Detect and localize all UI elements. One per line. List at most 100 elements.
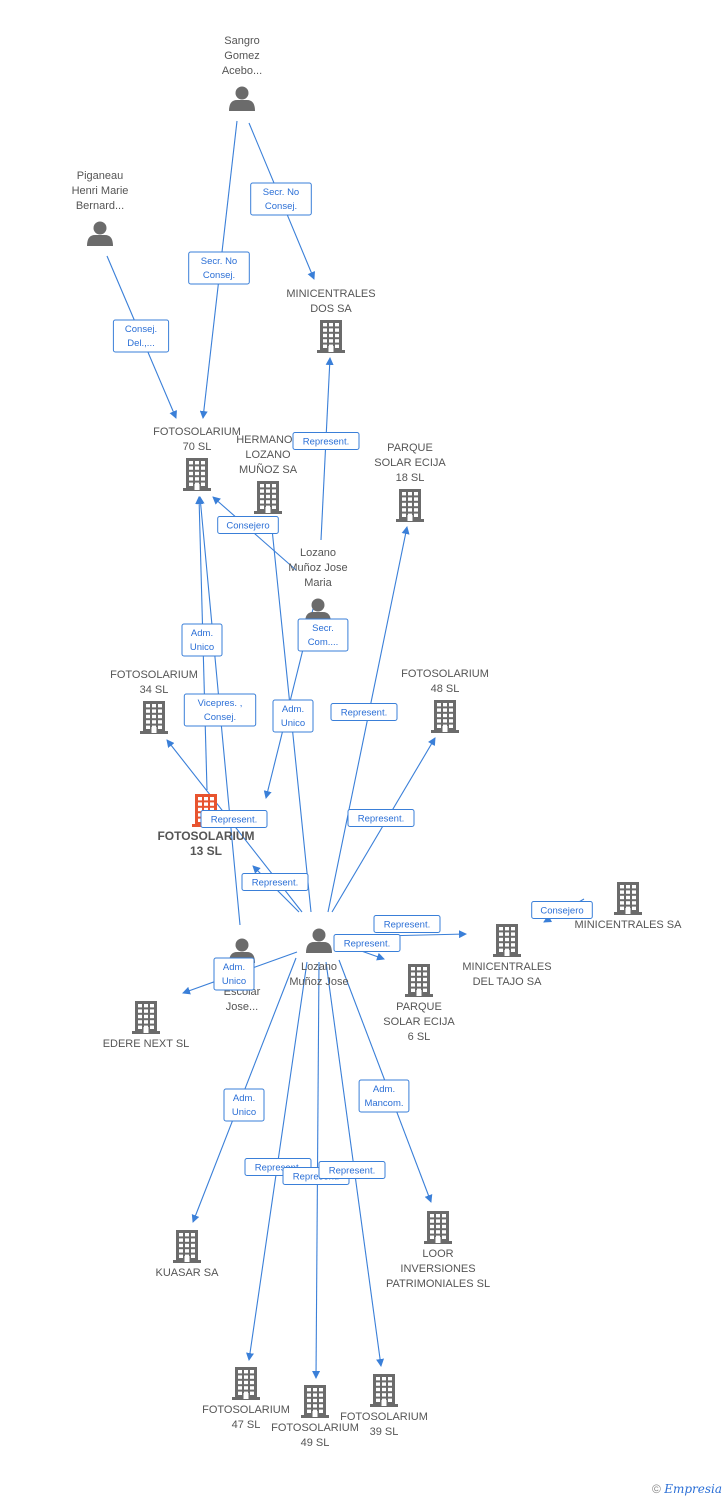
edge-label-sangro-to-minidos[interactable]: Secr. No Consej. (250, 182, 312, 216)
edge-label-text: Represent. (293, 1172, 339, 1183)
edge-label-lozanoj-to-foto39[interactable]: Represent. (318, 1161, 386, 1179)
person-icon (229, 86, 255, 111)
building-icon (173, 1230, 201, 1263)
node-label-line: Muñoz Jose (289, 976, 348, 988)
node-label-line: SOLAR ECIJA (374, 457, 446, 469)
edge-label-lozanoj-to-edere[interactable]: Adm. Unico (213, 957, 255, 991)
node-label-line: FOTOSOLARIUM (153, 426, 241, 438)
node-label-line: FOTOSOLARIUM (157, 829, 254, 843)
edge-label-text: Adm. (282, 704, 304, 715)
edge-label-lozanoj-to-minitajo[interactable]: Represent. (373, 915, 441, 933)
edge-label-text: Adm. (233, 1093, 255, 1104)
edge-label-text: Unico (222, 976, 246, 987)
node-label-line: MINICENTRALES SA (575, 919, 683, 931)
edge-label-text: Adm. (223, 962, 245, 973)
edge-label-sangro-to-foto70[interactable]: Secr. No Consej. (188, 251, 250, 285)
node-label-line: 39 SL (370, 1426, 399, 1438)
node-foto47[interactable]: FOTOSOLARIUM 47 SL (202, 1367, 290, 1431)
node-label-line: Lozano (300, 547, 336, 559)
edge-label-text: Com.... (308, 637, 339, 648)
node-label-line: DOS SA (310, 303, 352, 315)
node-label-line: 49 SL (301, 1437, 330, 1449)
building-icon (424, 1211, 452, 1244)
node-label-line: Piganeau (77, 170, 124, 182)
edge-label-lozanoj-to-parque6[interactable]: Represent. (333, 934, 401, 952)
building-icon (370, 1374, 398, 1407)
building-icon (183, 458, 211, 491)
node-label-line: FOTOSOLARIUM (202, 1404, 290, 1416)
node-label-line: DEL TAJO SA (473, 976, 543, 988)
edge-label-lozanoj-to-foto48[interactable]: Represent. (347, 809, 415, 827)
edge-label-piganeau-to-foto70[interactable]: Consej.Del.,... (112, 319, 170, 353)
edge-label-text: Represent. (358, 814, 404, 825)
node-label-line: KUASAR SA (156, 1267, 220, 1279)
node-label-line: 34 SL (140, 684, 169, 696)
edge-label-text: Unico (232, 1107, 256, 1118)
building-icon (405, 964, 433, 997)
edge-label-lozanoj-to-foto13[interactable]: Represent. (241, 873, 309, 891)
edge-label-lozanojm-to-foto70[interactable]: Consejero (217, 516, 279, 534)
node-sangro[interactable]: SangroGomezAcebo... (222, 35, 262, 111)
edge-label-text: Consejero (226, 521, 269, 532)
node-label-line: 47 SL (232, 1419, 261, 1431)
node-label-line: HERMANOS (236, 434, 300, 446)
node-minisa[interactable]: MINICENTRALES SA (575, 882, 683, 931)
node-foto39[interactable]: FOTOSOLARIUM 39 SL (340, 1374, 428, 1438)
building-icon (232, 1367, 260, 1400)
node-label-line: FOTOSOLARIUM (271, 1422, 359, 1434)
edge-label-text: Consej. (204, 712, 236, 723)
node-label-line: PARQUE (396, 1001, 442, 1013)
node-label-line: 18 SL (396, 472, 425, 484)
edge-label-text: Secr. (312, 623, 334, 634)
edge-label-foto13-to-foto70[interactable]: Adm.Unico (181, 623, 223, 657)
building-icon (431, 700, 459, 733)
empresia-branding[interactable]: © Empresia (652, 1482, 722, 1496)
edge-label-lozanoj-to-kuasar[interactable]: Adm. Unico (223, 1088, 265, 1122)
edge-label-lozanoj-to-foto34[interactable]: Represent. (200, 810, 268, 828)
edge-label-text: Consej. (265, 201, 297, 212)
edge-label-minitajo-to-minisa[interactable]: Consejero (531, 901, 593, 919)
edge-label-lozanoj-to-loor[interactable]: Adm.Mancom. (358, 1079, 410, 1113)
node-label-line: Bernard... (76, 200, 124, 212)
edge-label-lozanoj-to-hermanos[interactable]: Adm.Unico (272, 699, 314, 733)
edge-label-text: Consejero (540, 906, 583, 917)
edge-label-text: Consej. (125, 324, 157, 335)
node-label-line: 6 SL (408, 1031, 431, 1043)
node-label-line: PATRIMONIALES SL (386, 1278, 490, 1290)
node-foto49[interactable]: FOTOSOLARIUM 49 SL (271, 1385, 359, 1449)
person-icon (306, 928, 332, 953)
building-icon (317, 320, 345, 353)
node-label-line: INVERSIONES (400, 1263, 475, 1275)
node-label-line: Lozano (301, 961, 337, 973)
edge-label-text: Represent. (329, 1166, 375, 1177)
edge-label-text: Consej. (203, 270, 235, 281)
edge-label-lozanojm-to-foto13[interactable]: Secr. Com.... (297, 618, 349, 652)
edge-label-text: Secr. No (263, 187, 299, 198)
node-label-line: 13 SL (190, 844, 222, 858)
node-label-line: FOTOSOLARIUM (340, 1411, 428, 1423)
edge-label-text: Represent. (255, 1163, 301, 1174)
node-label-line: Acebo... (222, 65, 262, 77)
node-edere[interactable]: EDERE NEXT SL (103, 1001, 190, 1050)
edge-label-text: Represent. (303, 437, 349, 448)
edge-label-text: Secr. No (201, 256, 237, 267)
edge-label-escolar-to-foto70[interactable]: Vicepres. ,Consej. (183, 693, 257, 727)
edge-label-lozanoj-to-parque18[interactable]: Represent. (330, 703, 398, 721)
node-kuasar[interactable]: KUASAR SA (156, 1230, 220, 1279)
empresia-logo: Empresia (664, 1482, 722, 1496)
copyright-symbol: © (652, 1482, 661, 1496)
edge-label-lozanojm-to-minidos[interactable]: Represent. (292, 432, 360, 450)
